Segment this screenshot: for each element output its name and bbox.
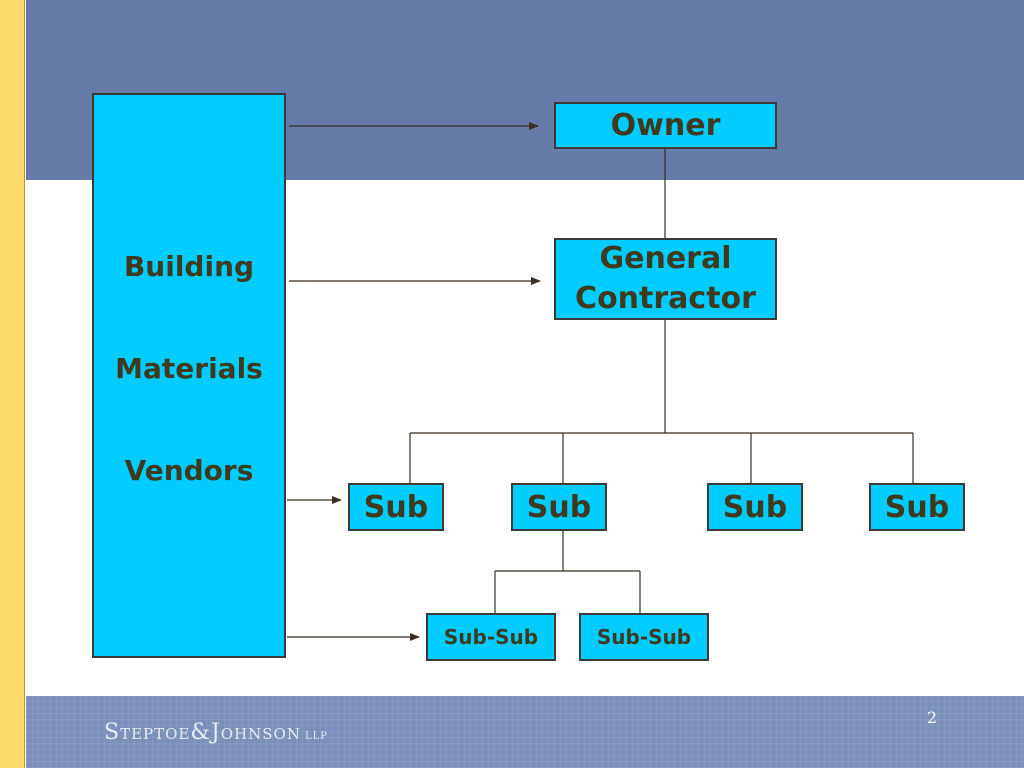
sub-box-4: Sub [869,483,965,531]
vendor-label-building: Building [123,250,255,283]
footer-band [26,696,1024,768]
sub-label: Sub [363,489,429,525]
sub-box-1: Sub [348,483,444,531]
general-contractor-box: General Contractor [554,238,777,320]
sub-sub-box-2: Sub-Sub [579,613,709,661]
sub-label: Sub [884,489,950,525]
gc-label-line-1: General [599,241,732,276]
sub-label: Sub [526,489,592,525]
sub-sub-label: Sub-Sub [443,625,539,649]
sub-sub-label: Sub-Sub [596,625,692,649]
page-number: 2 [926,708,938,727]
owner-label: Owner [610,108,721,143]
logo-suffix: LLP [304,731,328,742]
owner-box: Owner [554,102,777,149]
vendor-label-materials: Materials [115,352,263,385]
left-accent-bar [0,0,25,768]
vendor-label-vendors: Vendors [124,454,254,487]
sub-sub-box-1: Sub-Sub [426,613,556,661]
sub-label: Sub [722,489,788,525]
sub-box-3: Sub [707,483,803,531]
gc-label-line-2: Contractor [575,281,756,316]
building-materials-vendors-box: Building Materials Vendors [92,93,286,658]
sub-box-2: Sub [511,483,607,531]
logo-text: Steptoe&Johnson [104,720,301,745]
